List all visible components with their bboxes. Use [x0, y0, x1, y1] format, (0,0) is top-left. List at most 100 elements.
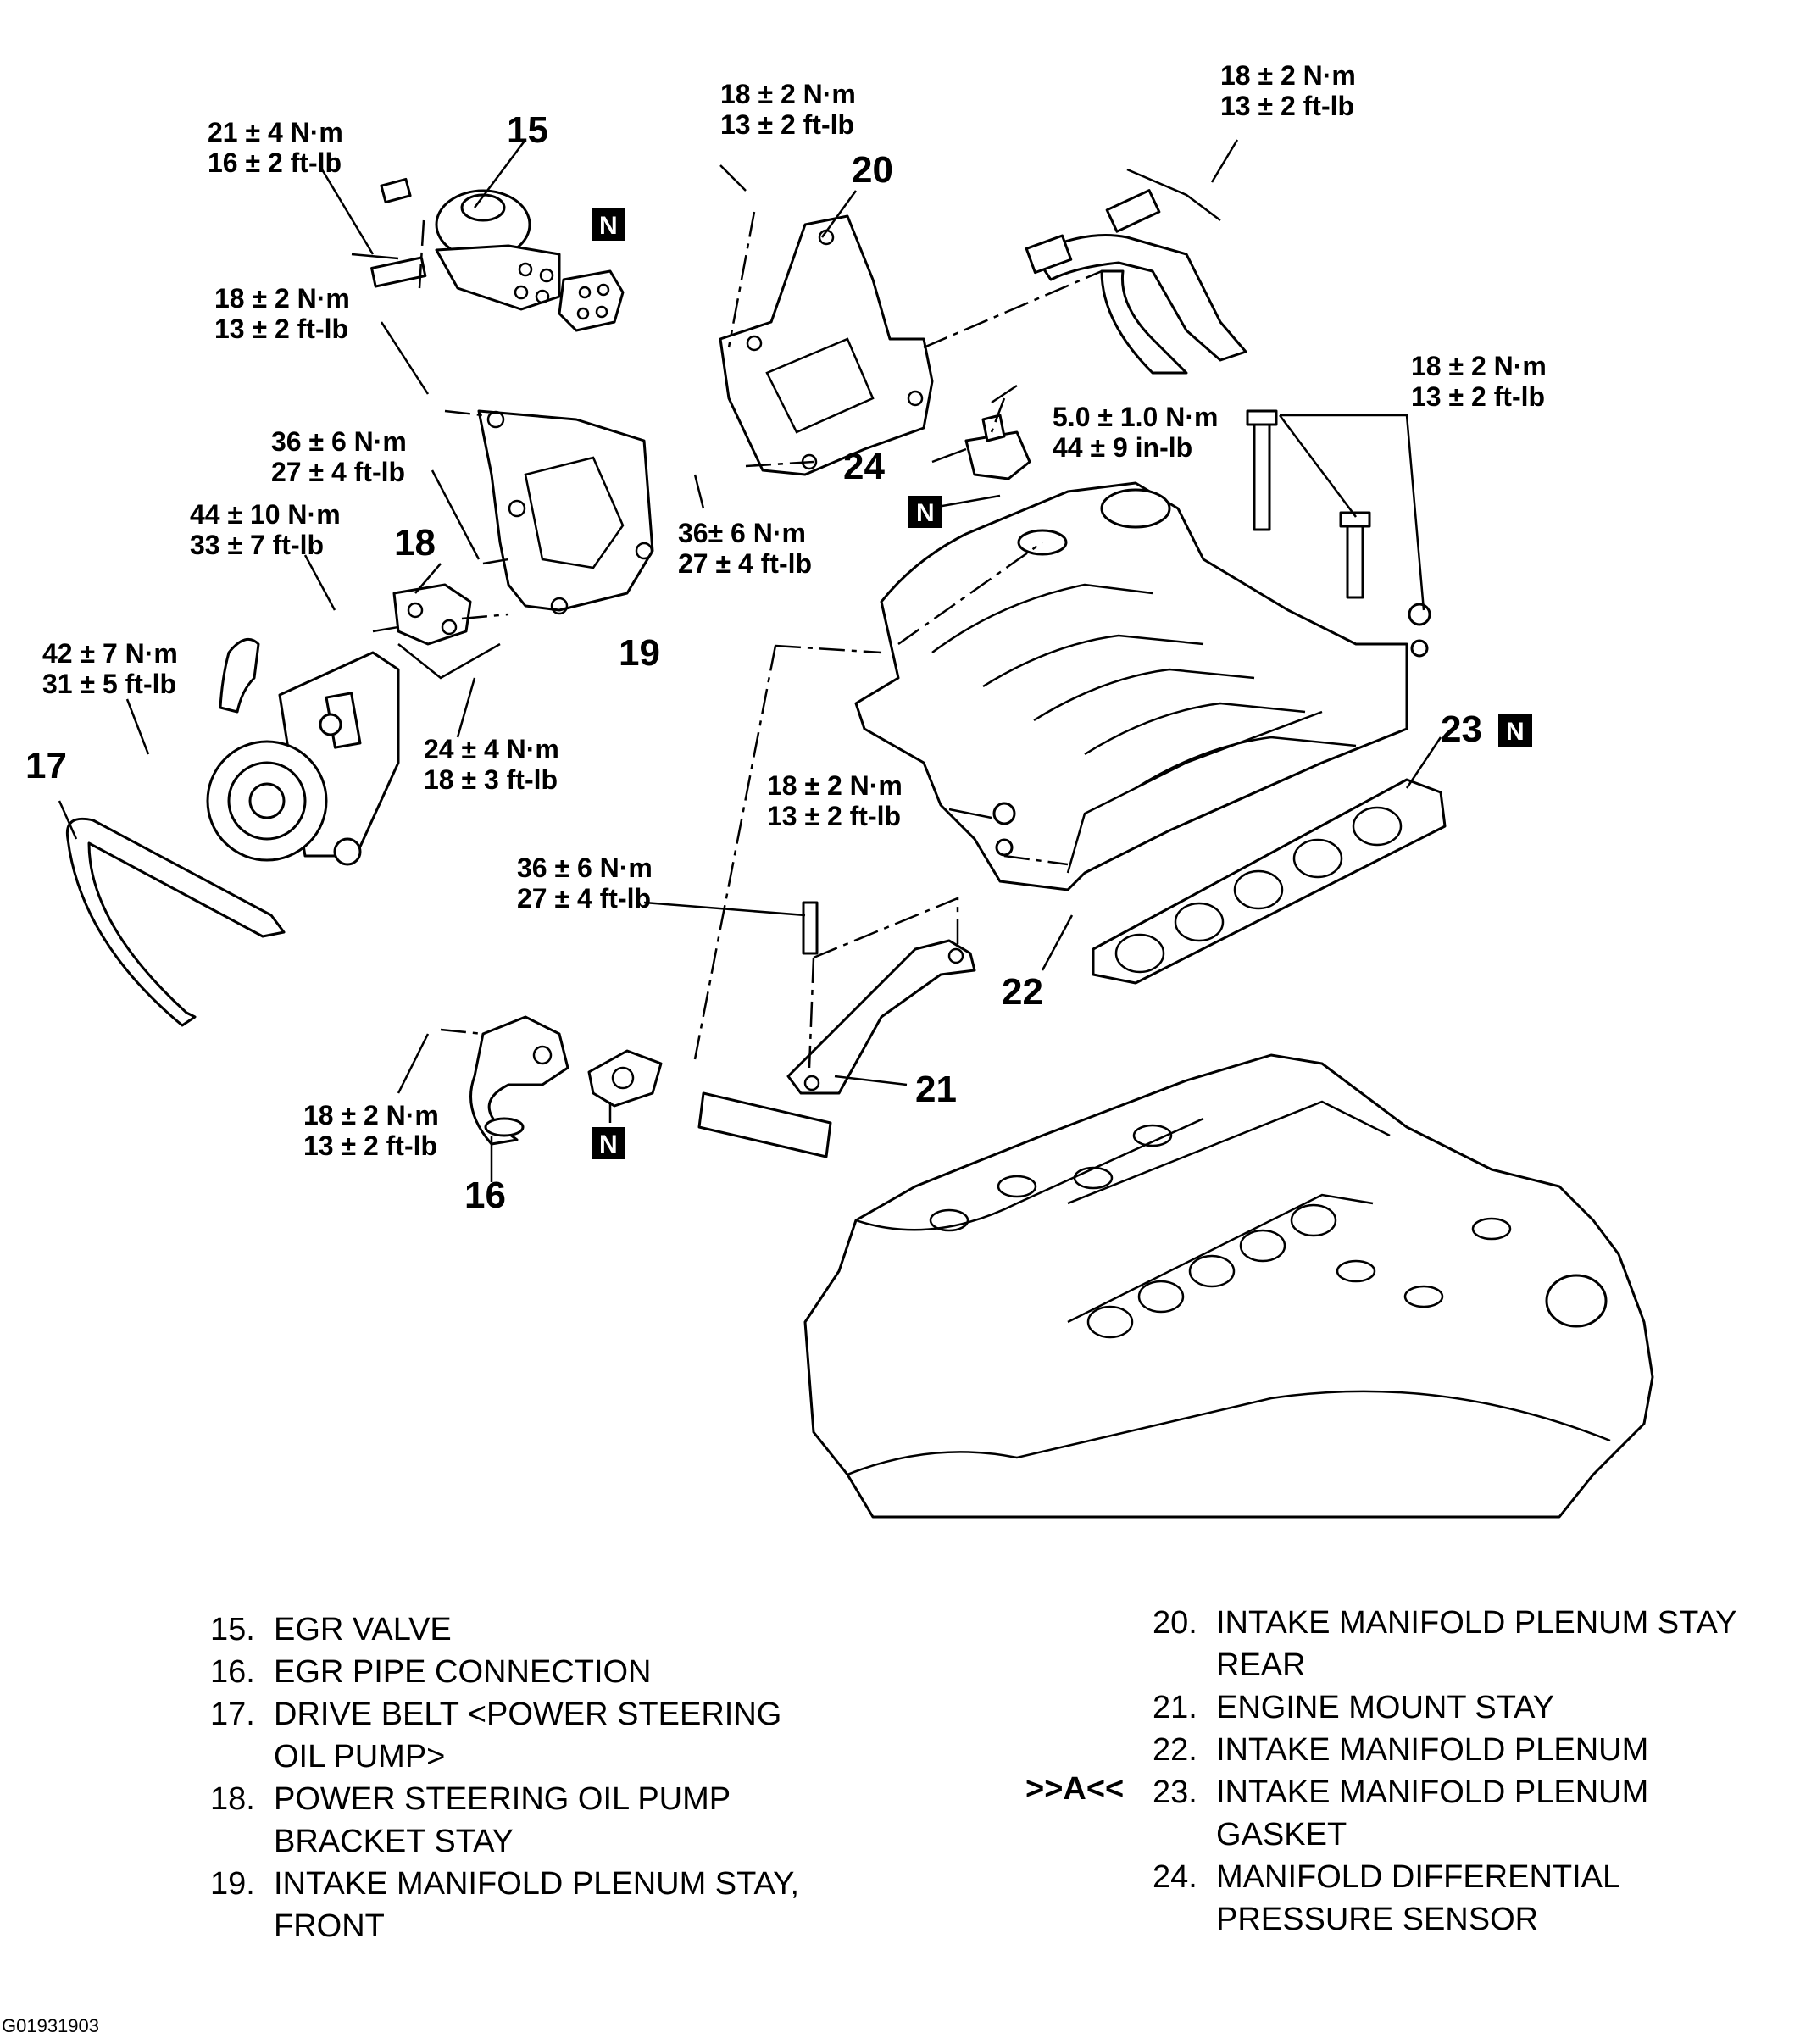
vacuum-hose-drawing — [1025, 168, 1247, 375]
legend-item: 24.MANIFOLD DIFFERENTIAL — [1153, 1856, 1736, 1898]
plenum-stay-front-drawing — [477, 409, 654, 615]
power-steering-pump-drawing — [206, 637, 400, 866]
callout-24: 24 — [843, 446, 885, 487]
torque-spec-16: 18 ± 2 N·m 13 ± 2 ft-lb — [303, 1100, 439, 1161]
legend-item-number: 16. — [210, 1654, 255, 1690]
torque-spec-egr-bracket: 18 ± 2 N·m 13 ± 2 ft-lb — [214, 283, 350, 344]
torque-metric: 36 ± 6 N·m — [271, 426, 407, 457]
label-leader-lines — [58, 139, 1442, 1182]
callout-17: 17 — [25, 745, 67, 786]
legend-item: 20. INTAKE MANIFOLD PLENUM STAY — [1153, 1602, 1736, 1644]
legend-item: PRESSURE SENSOR — [1153, 1898, 1736, 1941]
legend-item: 17.DRIVE BELT <POWER STEERING — [210, 1693, 799, 1736]
legend-item-text: REAR — [1216, 1647, 1306, 1683]
legend-item-text: OIL PUMP> — [274, 1739, 446, 1775]
non-reusable-marker: N — [908, 496, 942, 528]
torque-spec-20-top: 18 ± 2 N·m 13 ± 2 ft-lb — [720, 79, 856, 140]
alignment-lines — [372, 211, 1103, 1069]
torque-imperial: 13 ± 2 ft-lb — [720, 109, 854, 140]
legend-item-text: BRACKET STAY — [274, 1824, 514, 1859]
legend-item-number: 18. — [210, 1781, 255, 1817]
legend-item: 18. POWER STEERING OIL PUMP — [210, 1778, 799, 1820]
legend-item-number: 20. — [1153, 1605, 1197, 1641]
legend-item: 15.EGR VALVE — [210, 1608, 799, 1651]
non-reusable-marker: N — [592, 208, 625, 241]
torque-imperial: 13 ± 2 ft-lb — [303, 1130, 437, 1161]
torque-metric: 18 ± 2 N·m — [303, 1100, 439, 1130]
legend-item: OIL PUMP> — [210, 1736, 799, 1778]
callout-22: 22 — [1002, 971, 1043, 1013]
torque-imperial: 13 ± 2 ft-lb — [1220, 91, 1354, 121]
plenum-stay-rear-drawing — [719, 214, 934, 476]
legend-item-number: 22. — [1153, 1732, 1197, 1768]
legend-item-number: 19. — [210, 1866, 255, 1902]
torque-imperial: 13 ± 2 ft-lb — [1411, 381, 1545, 412]
torque-spec-21: 36 ± 6 N·m 27 ± 4 ft-lb — [517, 853, 653, 914]
legend-item-number — [210, 1905, 274, 1947]
legend-item-text: INTAKE MANIFOLD PLENUM STAY — [1216, 1605, 1737, 1641]
engine-mount-stay-drawing — [786, 901, 976, 1095]
torque-metric: 36± 6 N·m — [678, 518, 806, 548]
torque-imperial: 16 ± 2 ft-lb — [208, 147, 342, 178]
legend-item: FRONT — [210, 1905, 799, 1947]
torque-spec-20-lower: 36± 6 N·m 27 ± 4 ft-lb — [678, 518, 812, 579]
legend-item-text: INTAKE MANIFOLD PLENUM — [1216, 1775, 1649, 1810]
legend-item-text: DRIVE BELT <POWER STEERING — [274, 1697, 782, 1732]
torque-metric: 18 ± 2 N·m — [1411, 351, 1547, 381]
legend-item-number — [1153, 1813, 1216, 1856]
legend-item-number: 21. — [1153, 1690, 1197, 1725]
plenum-gasket-drawing — [1092, 778, 1447, 985]
svg-text:N: N — [599, 1130, 618, 1158]
torque-imperial: 44 ± 9 in-lb — [1053, 432, 1192, 463]
legend-item-text: PRESSURE SENSOR — [1216, 1902, 1539, 1937]
callout-23: 23 — [1441, 708, 1482, 750]
figure-id: G01931903 — [2, 2015, 99, 2036]
svg-text:N: N — [916, 499, 935, 527]
egr-pipe-drawing — [469, 1015, 569, 1146]
torque-metric: 24 ± 4 N·m — [424, 734, 559, 764]
legend-item-text: EGR PIPE CONNECTION — [274, 1654, 652, 1690]
torque-metric: 5.0 ± 1.0 N·m — [1053, 402, 1218, 432]
svg-text:N: N — [599, 212, 618, 240]
legend-item: 16. EGR PIPE CONNECTION — [210, 1651, 799, 1693]
torque-imperial: 31 ± 5 ft-lb — [42, 669, 176, 699]
torque-spec-24: 5.0 ± 1.0 N·m 44 ± 9 in-lb — [1053, 402, 1218, 463]
legend-item-number: 24. — [1153, 1859, 1197, 1895]
legend-item: BRACKET STAY — [210, 1820, 799, 1863]
drive-belt-drawing — [65, 817, 286, 1027]
callout-16: 16 — [464, 1175, 506, 1216]
svg-text:N: N — [1506, 718, 1525, 746]
legend-item-text: GASKET — [1216, 1817, 1347, 1852]
torque-imperial: 18 ± 3 ft-lb — [424, 764, 558, 795]
legend-item-number — [210, 1820, 274, 1863]
torque-spec-pump-bolt: 44 ± 10 N·m 33 ± 7 ft-lb — [190, 499, 341, 560]
legend-item-number — [1153, 1644, 1216, 1686]
legend-item: 21.ENGINE MOUNT STAY — [1153, 1686, 1736, 1729]
legend-item: 19.INTAKE MANIFOLD PLENUM STAY, — [210, 1863, 799, 1905]
legend-item: GASKET — [1153, 1813, 1736, 1856]
callout-15: 15 — [507, 109, 548, 151]
legend-item: REAR — [1153, 1644, 1736, 1686]
torque-metric: 42 ± 7 N·m — [42, 638, 178, 669]
legend-item-number: 23. — [1153, 1775, 1197, 1810]
exploded-parts-diagram: 21 ± 4 N·m 16 ± 2 ft-lb 18 ± 2 N·m 13 ± … — [25, 60, 1654, 1519]
torque-imperial: 27 ± 4 ft-lb — [678, 548, 812, 579]
torque-metric: 44 ± 10 N·m — [190, 499, 341, 530]
hose-piece-drawing — [697, 1091, 832, 1158]
non-reusable-marker: N — [1498, 714, 1532, 747]
torque-metric: 18 ± 2 N·m — [1220, 60, 1356, 91]
egr-pipe-gasket-drawing — [587, 1049, 663, 1108]
torque-metric: 18 ± 2 N·m — [720, 79, 856, 109]
legend-item-text: POWER STEERING OIL PUMP — [274, 1781, 731, 1817]
pressure-sensor-drawing — [964, 414, 1031, 480]
torque-spec-manifold-nut: 18 ± 2 N·m 13 ± 2 ft-lb — [767, 770, 903, 831]
engine-block-drawing — [803, 1053, 1654, 1519]
egr-valve-drawing — [351, 177, 561, 311]
torque-spec-manifold-right: 18 ± 2 N·m 13 ± 2 ft-lb — [1411, 351, 1547, 412]
legend-item-number — [1153, 1898, 1216, 1941]
callout-19: 19 — [619, 632, 660, 674]
intake-manifold-plenum-drawing — [854, 481, 1408, 891]
torque-spec-stay-front: 36 ± 6 N·m 27 ± 4 ft-lb — [271, 426, 407, 487]
